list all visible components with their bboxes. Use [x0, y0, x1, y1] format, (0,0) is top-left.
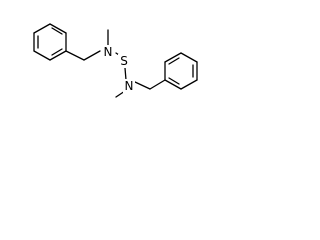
- left-benzene-ring: [33, 23, 67, 61]
- atom-n-right: N: [123, 79, 135, 93]
- right-benzene-ring: [164, 52, 198, 90]
- nitrogen-label-right: N: [125, 79, 134, 93]
- sulfur-label: S: [120, 54, 128, 68]
- atom-s: S: [118, 54, 130, 68]
- nitrogen-label-left: N: [104, 45, 113, 59]
- atom-n-left: N: [102, 45, 114, 59]
- molecule-canvas: N S N: [0, 0, 246, 125]
- structure-diagram: N S N: [33, 23, 198, 98]
